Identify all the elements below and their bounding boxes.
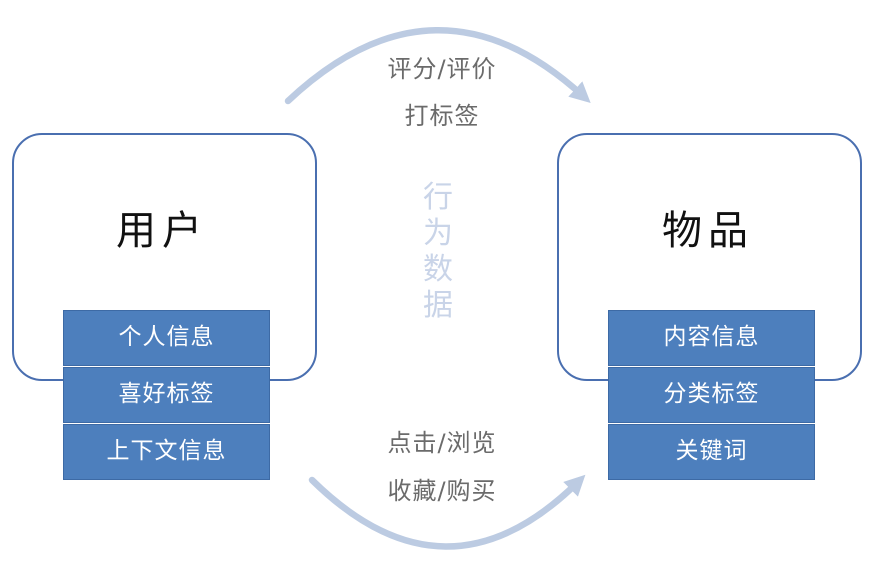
top-flow-label-rating: 评分/评价 [387,55,497,83]
bottom-arrow-arc [308,474,586,550]
user-tag-context-info: 上下文信息 [63,424,270,480]
item-title: 物品 [662,208,754,254]
item-tag-keywords: 关键词 [608,424,815,480]
bottom-flow-label-click: 点击/浏览 [387,429,497,457]
top-flow-label-tagging: 打标签 [404,102,480,130]
item-tag-category: 分类标签 [608,367,815,423]
top-arrow-arc [284,27,591,105]
bottom-flow-label-collect: 收藏/购买 [387,477,497,505]
behavior-data-label: 行为数据 [423,180,453,323]
item-tag-content-info: 内容信息 [608,310,815,366]
user-tag-preference: 喜好标签 [63,367,270,423]
user-title: 用户 [116,208,208,254]
user-tag-personal-info: 个人信息 [63,310,270,366]
